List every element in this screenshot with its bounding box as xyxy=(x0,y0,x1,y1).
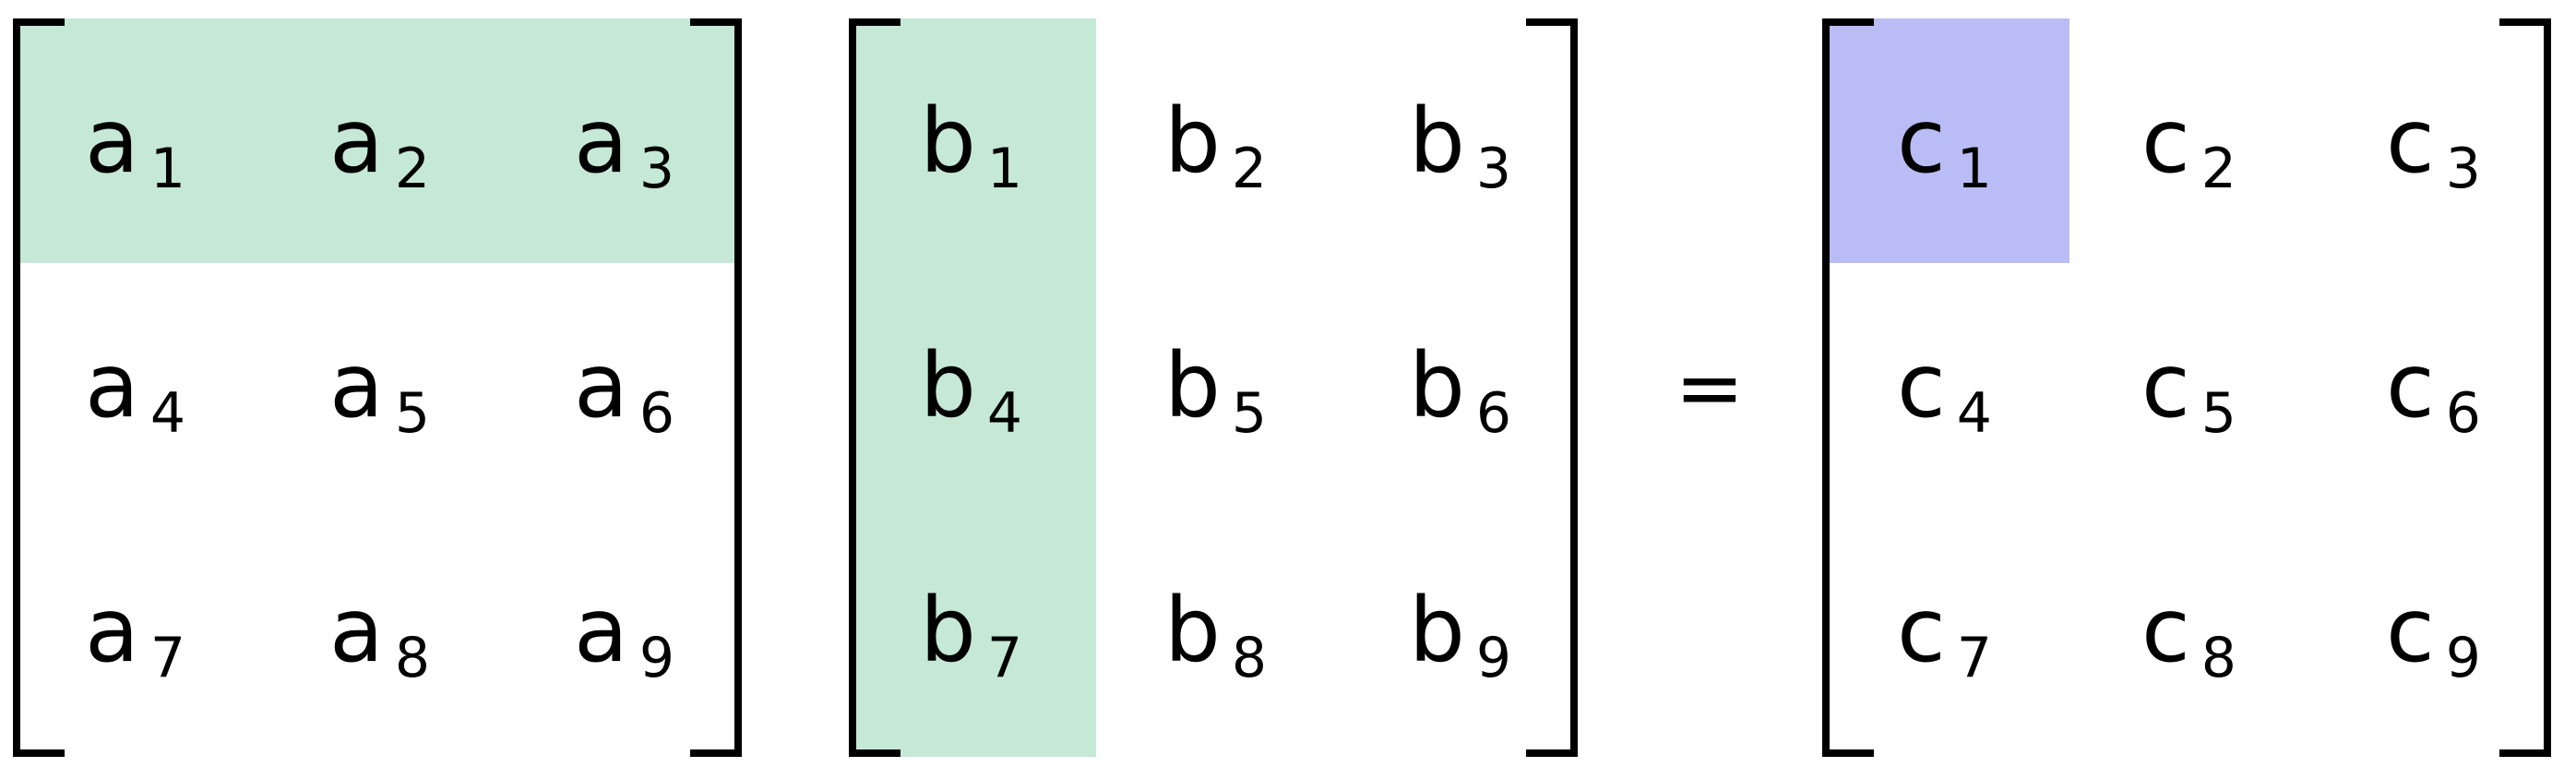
left-bracket xyxy=(13,18,65,757)
cell-subscript: 7 xyxy=(1956,625,1992,690)
cell-subscript: 1 xyxy=(986,136,1023,201)
cell-symbol: b xyxy=(1163,333,1221,437)
cell-symbol: c xyxy=(2386,333,2435,437)
cell-subscript: 6 xyxy=(638,380,674,446)
right-bracket xyxy=(2499,18,2551,757)
cell-symbol: b xyxy=(919,578,976,682)
cell-symbol: a xyxy=(328,89,384,193)
cell-subscript: 8 xyxy=(394,625,430,690)
left-bracket xyxy=(1822,18,1874,757)
cell-subscript: 5 xyxy=(394,380,430,446)
cell-subscript: 3 xyxy=(1475,136,1512,201)
cell-symbol: c xyxy=(1897,89,1946,193)
cell-subscript: 2 xyxy=(2200,136,2236,201)
cell-symbol: b xyxy=(1408,578,1465,682)
cell-symbol: c xyxy=(2141,578,2190,682)
cell-symbol: a xyxy=(573,578,628,682)
cell-subscript: 6 xyxy=(2445,380,2481,446)
cell-subscript: 1 xyxy=(1956,136,1992,201)
cell-subscript: 4 xyxy=(149,380,185,446)
cell-symbol: c xyxy=(2386,89,2435,193)
cell-subscript: 4 xyxy=(986,380,1023,446)
cell-subscript: 4 xyxy=(1956,380,1992,446)
cell-symbol: c xyxy=(2141,333,2190,437)
left-bracket xyxy=(849,18,900,757)
cell-symbol: b xyxy=(919,89,976,193)
cell-symbol: a xyxy=(84,333,139,437)
cell-symbol: b xyxy=(919,333,976,437)
row-highlight-a xyxy=(13,18,742,263)
cell-subscript: 7 xyxy=(149,625,185,690)
right-bracket xyxy=(1526,18,1578,757)
cell-subscript: 9 xyxy=(2445,625,2481,690)
cell-symbol: a xyxy=(573,89,628,193)
cell-subscript: 1 xyxy=(149,136,185,201)
cell-subscript: 6 xyxy=(1475,380,1512,446)
cell-symbol: c xyxy=(1897,578,1946,682)
cell-subscript: 5 xyxy=(2200,380,2236,446)
equals-sign: = xyxy=(1675,339,1745,437)
cell-subscript: 8 xyxy=(1231,625,1268,690)
cell-subscript: 2 xyxy=(1231,136,1268,201)
cell-symbol: a xyxy=(573,333,628,437)
cell-subscript: 9 xyxy=(638,625,674,690)
cell-symbol: b xyxy=(1163,578,1221,682)
cell-subscript: 3 xyxy=(638,136,674,201)
column-highlight-b xyxy=(849,18,1096,757)
cell-symbol: a xyxy=(328,333,384,437)
cell-symbol: a xyxy=(328,578,384,682)
cell-symbol: c xyxy=(2141,89,2190,193)
cell-subscript: 7 xyxy=(986,625,1023,690)
cell-symbol: c xyxy=(1897,333,1946,437)
cell-symbol: a xyxy=(84,89,139,193)
cell-subscript: 2 xyxy=(394,136,430,201)
cell-symbol: b xyxy=(1163,89,1221,193)
cell-symbol: b xyxy=(1408,89,1465,193)
cell-subscript: 8 xyxy=(2200,625,2236,690)
right-bracket xyxy=(690,18,742,757)
cell-subscript: 9 xyxy=(1475,625,1512,690)
cell-subscript: 3 xyxy=(2445,136,2481,201)
cell-symbol: c xyxy=(2386,578,2435,682)
cell-highlight-c xyxy=(1822,18,2069,263)
cell-subscript: 5 xyxy=(1231,380,1268,446)
cell-symbol: b xyxy=(1408,333,1465,437)
cell-symbol: a xyxy=(84,578,139,682)
